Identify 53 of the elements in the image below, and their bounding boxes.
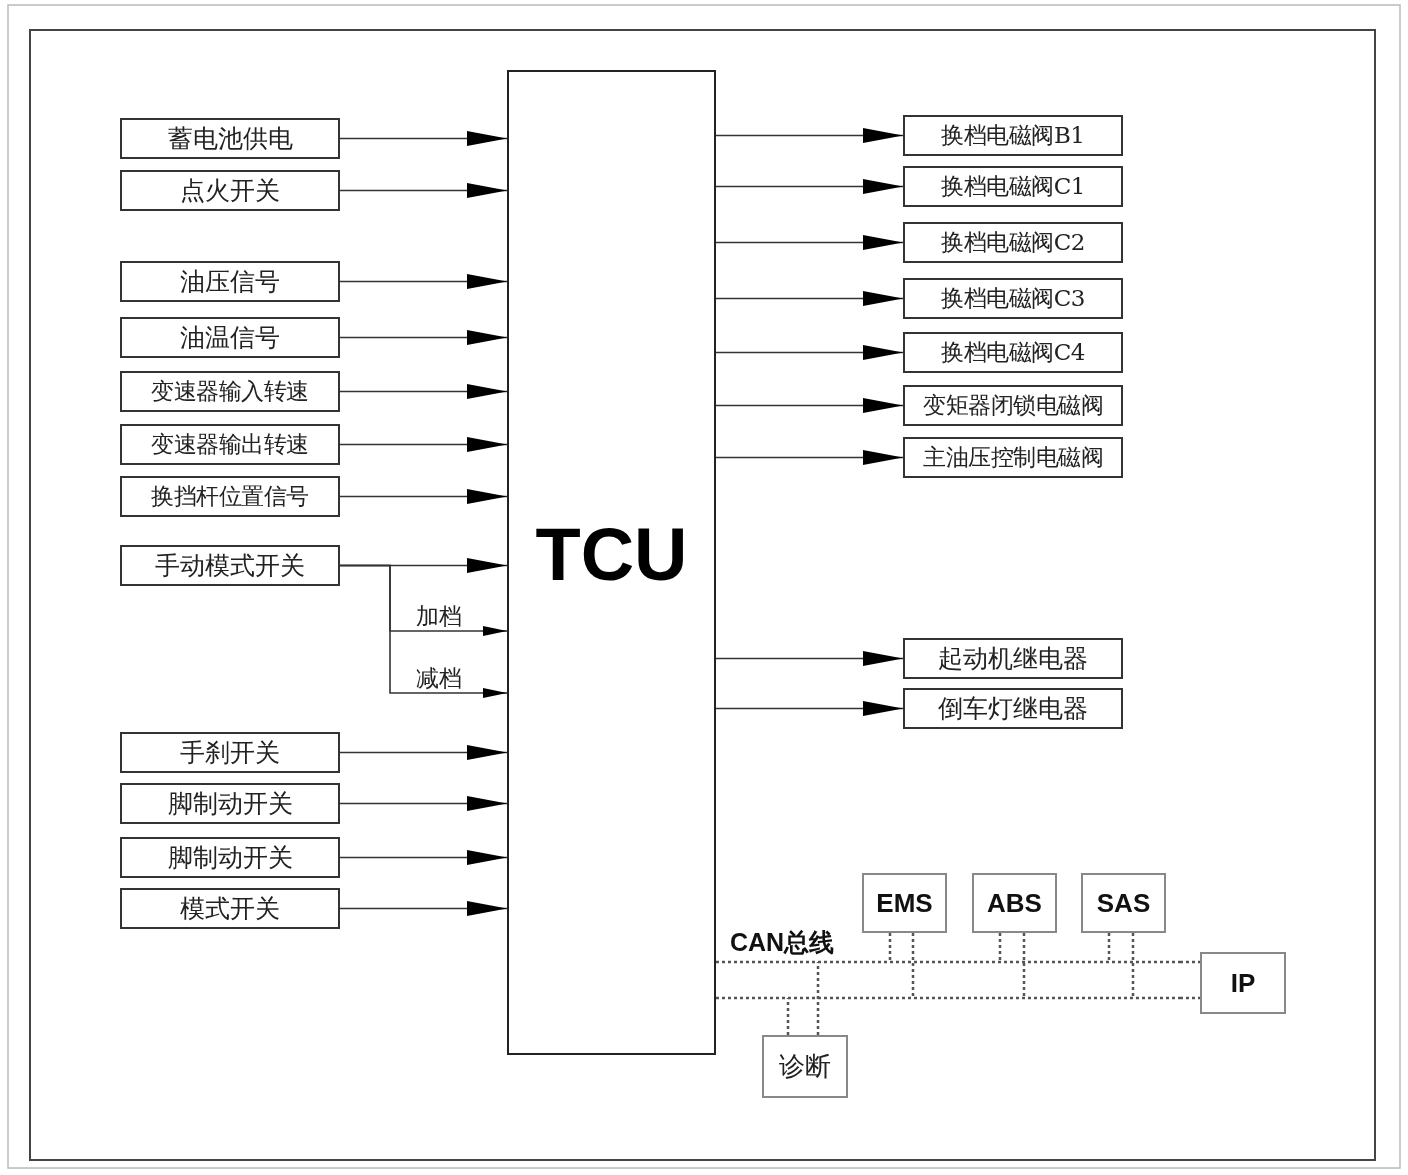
input-box: 油压信号 [120, 261, 340, 302]
input-box: 变速器输出转速 [120, 424, 340, 465]
arrow [715, 398, 904, 413]
arrow [339, 796, 508, 811]
output-box: 主油压控制电磁阀 [903, 437, 1123, 478]
input-box: 油温信号 [120, 317, 340, 358]
module-box: ABS [972, 873, 1057, 933]
arrow [339, 850, 508, 865]
output-box: 倒车灯继电器 [903, 688, 1123, 729]
module-box: EMS [862, 873, 947, 933]
input-box: 脚制动开关 [120, 837, 340, 878]
output-box: 换档电磁阀C4 [903, 332, 1123, 373]
arrow [339, 489, 508, 504]
arrow [715, 701, 904, 716]
arrow [339, 384, 508, 399]
bus-connector [1178, 960, 1202, 1000]
arrow [339, 564, 508, 698]
arrow [339, 183, 508, 198]
arrow [339, 437, 508, 452]
input-box: 手刹开关 [120, 732, 340, 773]
arrow [715, 235, 904, 250]
edge-label: 减档 [414, 665, 464, 691]
arrow [715, 128, 904, 143]
output-box: 换档电磁阀C3 [903, 278, 1123, 319]
output-box: 起动机继电器 [903, 638, 1123, 679]
arrow [715, 291, 904, 306]
arrow [715, 450, 904, 465]
arrow [339, 745, 508, 760]
output-box: 换档电磁阀C1 [903, 166, 1123, 207]
module-box: SAS [1081, 873, 1166, 933]
input-box: 蓄电池供电 [120, 118, 340, 159]
bus-label: CAN总线 [730, 928, 835, 956]
module-box: 诊断 [762, 1035, 848, 1098]
arrow [339, 330, 508, 345]
input-box: 脚制动开关 [120, 783, 340, 824]
controller-box: TCU [507, 70, 716, 1055]
bus-connector [786, 960, 820, 1037]
edge-label: 加档 [414, 603, 464, 629]
input-box: 变速器输入转速 [120, 371, 340, 412]
output-box: 变矩器闭锁电磁阀 [903, 385, 1123, 426]
arrow [715, 345, 904, 360]
arrow [339, 901, 508, 916]
output-box: 换档电磁阀C2 [903, 222, 1123, 263]
output-box: 换档电磁阀B1 [903, 115, 1123, 156]
arrow [339, 274, 508, 289]
module-box: IP [1200, 952, 1286, 1014]
input-box: 换挡杆位置信号 [120, 476, 340, 517]
arrow [715, 651, 904, 666]
arrow [339, 131, 508, 146]
input-box: 模式开关 [120, 888, 340, 929]
input-box: 点火开关 [120, 170, 340, 211]
input-box: 手动模式开关 [120, 545, 340, 586]
arrow [715, 179, 904, 194]
